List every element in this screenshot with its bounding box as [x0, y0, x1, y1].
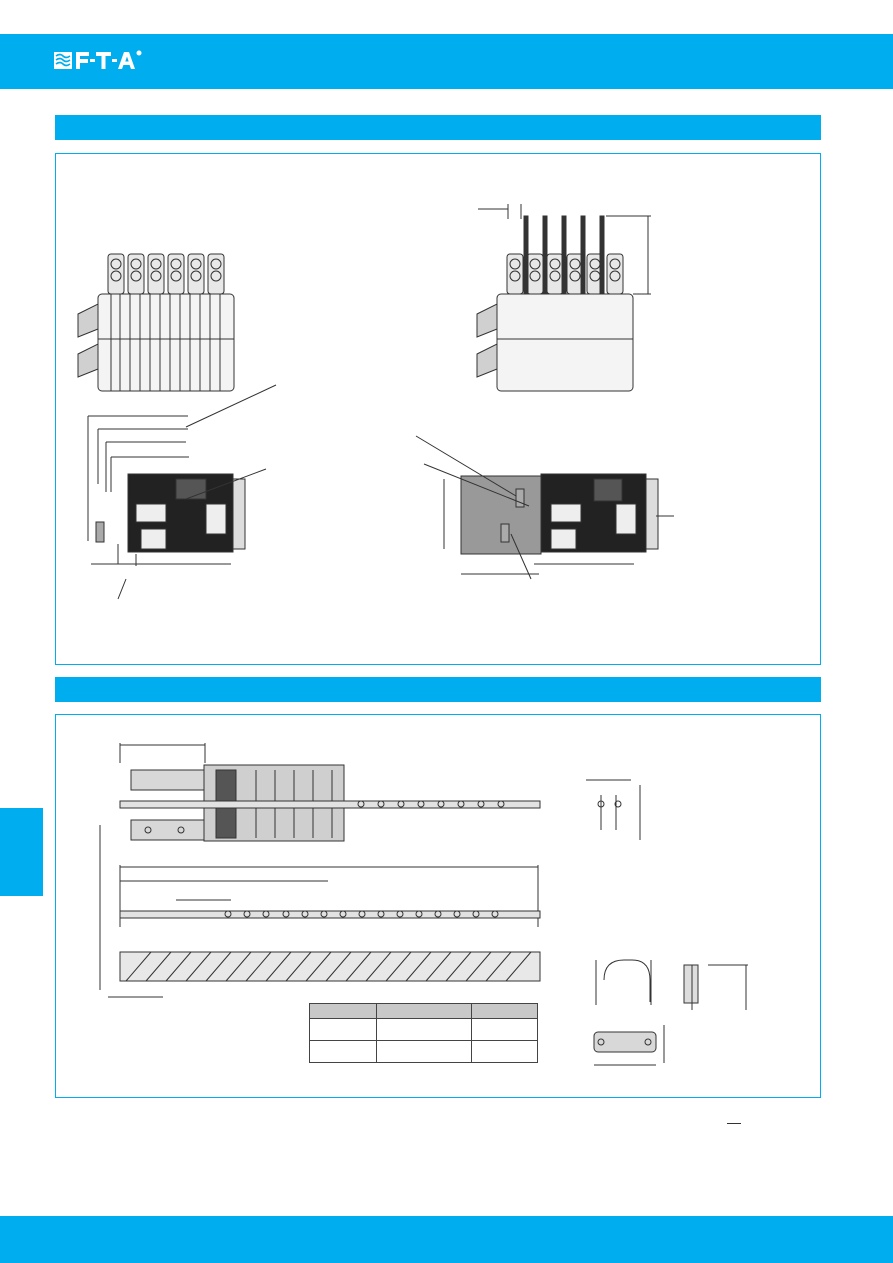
side-view-left: [87, 384, 277, 600]
page-mark: [727, 1123, 741, 1124]
footer-bar: [0, 1216, 893, 1263]
table-cell: [471, 1040, 538, 1063]
table-header-row: [309, 1003, 538, 1019]
spec-table: [309, 1003, 538, 1063]
section-header-1: [55, 115, 821, 140]
technical-drawing-assembly: [77, 204, 674, 600]
table-cell: [309, 1040, 377, 1063]
table-header-cell: [471, 1003, 538, 1019]
table-header-cell: [309, 1003, 377, 1019]
side-view-right: [415, 435, 674, 580]
table-row: [309, 1018, 538, 1041]
terminal-block-front-view-right: [476, 204, 651, 392]
table-cell: [309, 1018, 377, 1041]
terminal-block-front-view-left: [77, 253, 235, 392]
section-header-2: [55, 677, 821, 702]
drawing-panel-1: [55, 153, 821, 665]
technical-drawing-busbar: [99, 743, 748, 1066]
table-cell: [471, 1018, 538, 1041]
header-bar: [0, 34, 893, 89]
table-row: [309, 1040, 538, 1063]
detail-drawings: [586, 779, 748, 1066]
busbar-cover-view: [99, 825, 541, 998]
table-cell: [376, 1018, 472, 1041]
fta-logo: [54, 50, 142, 69]
busbar-dimension-view: [119, 865, 541, 927]
side-tab: [0, 808, 43, 896]
table-header-cell: [376, 1003, 472, 1019]
table-cell: [376, 1040, 472, 1063]
busbar-assembly-top: [119, 743, 541, 842]
